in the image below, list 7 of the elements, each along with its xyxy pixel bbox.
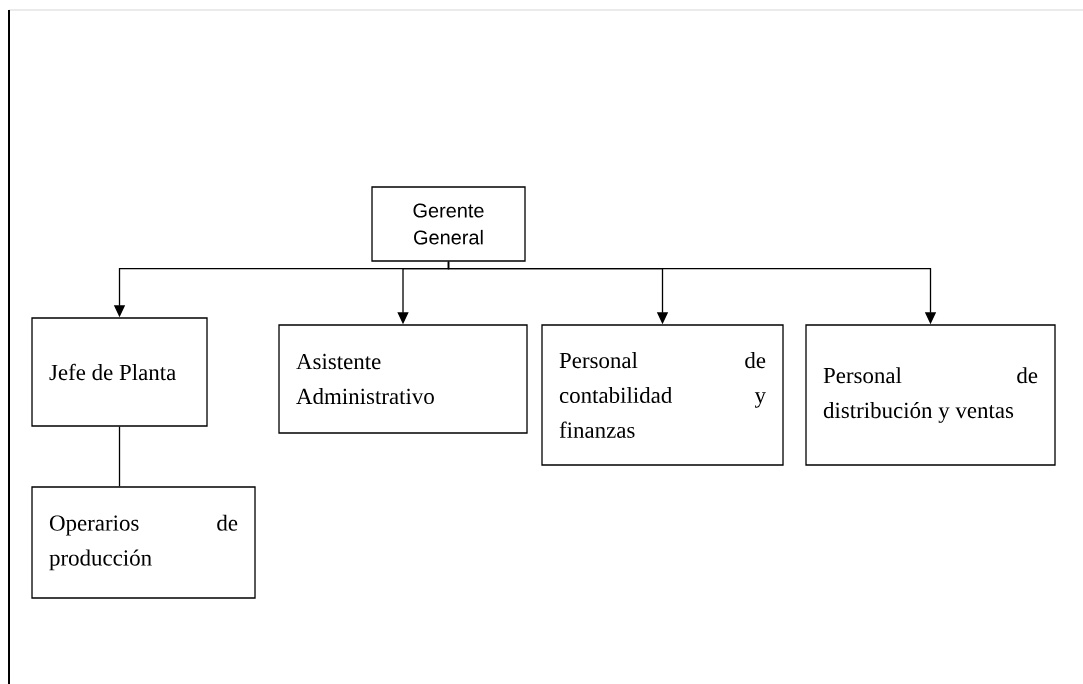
org-box: Asistente Administrativo (278, 324, 528, 434)
org-box: Personal de contabilidad y finanzas (541, 324, 784, 466)
org-box: Personal de distribución y ventas (805, 324, 1056, 466)
org-box: Jefe de Planta (31, 317, 208, 427)
connector (118, 426, 121, 487)
org-box: Operarios de producción (31, 486, 256, 599)
org-box: Gerente General (371, 186, 526, 262)
